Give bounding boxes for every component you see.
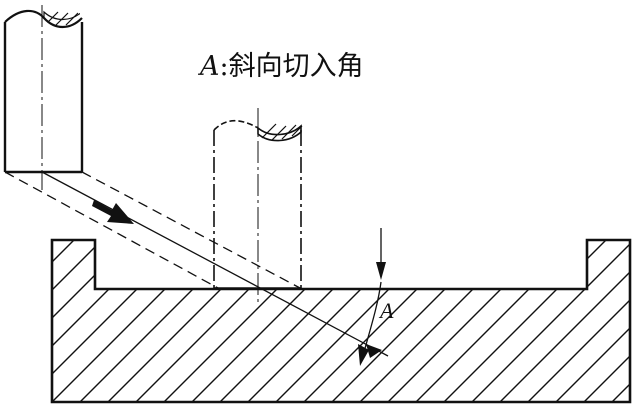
feed-direction-arrow: [92, 200, 134, 224]
diagram-caption: A:斜向切入角: [200, 44, 364, 83]
workpiece-hatching: [52, 240, 630, 402]
caption-letter: A: [200, 51, 220, 82]
caption-text: 斜向切入角: [228, 51, 364, 82]
tool-end-position: [213, 108, 303, 302]
angle-label: A: [380, 298, 394, 323]
ramp-angle-indicator: [358, 228, 386, 366]
caption-separator: :: [219, 51, 229, 82]
tool-start-position: [3, 5, 84, 190]
workpiece-outline: [50, 238, 632, 404]
ramp-path-lines: [4, 171, 389, 357]
